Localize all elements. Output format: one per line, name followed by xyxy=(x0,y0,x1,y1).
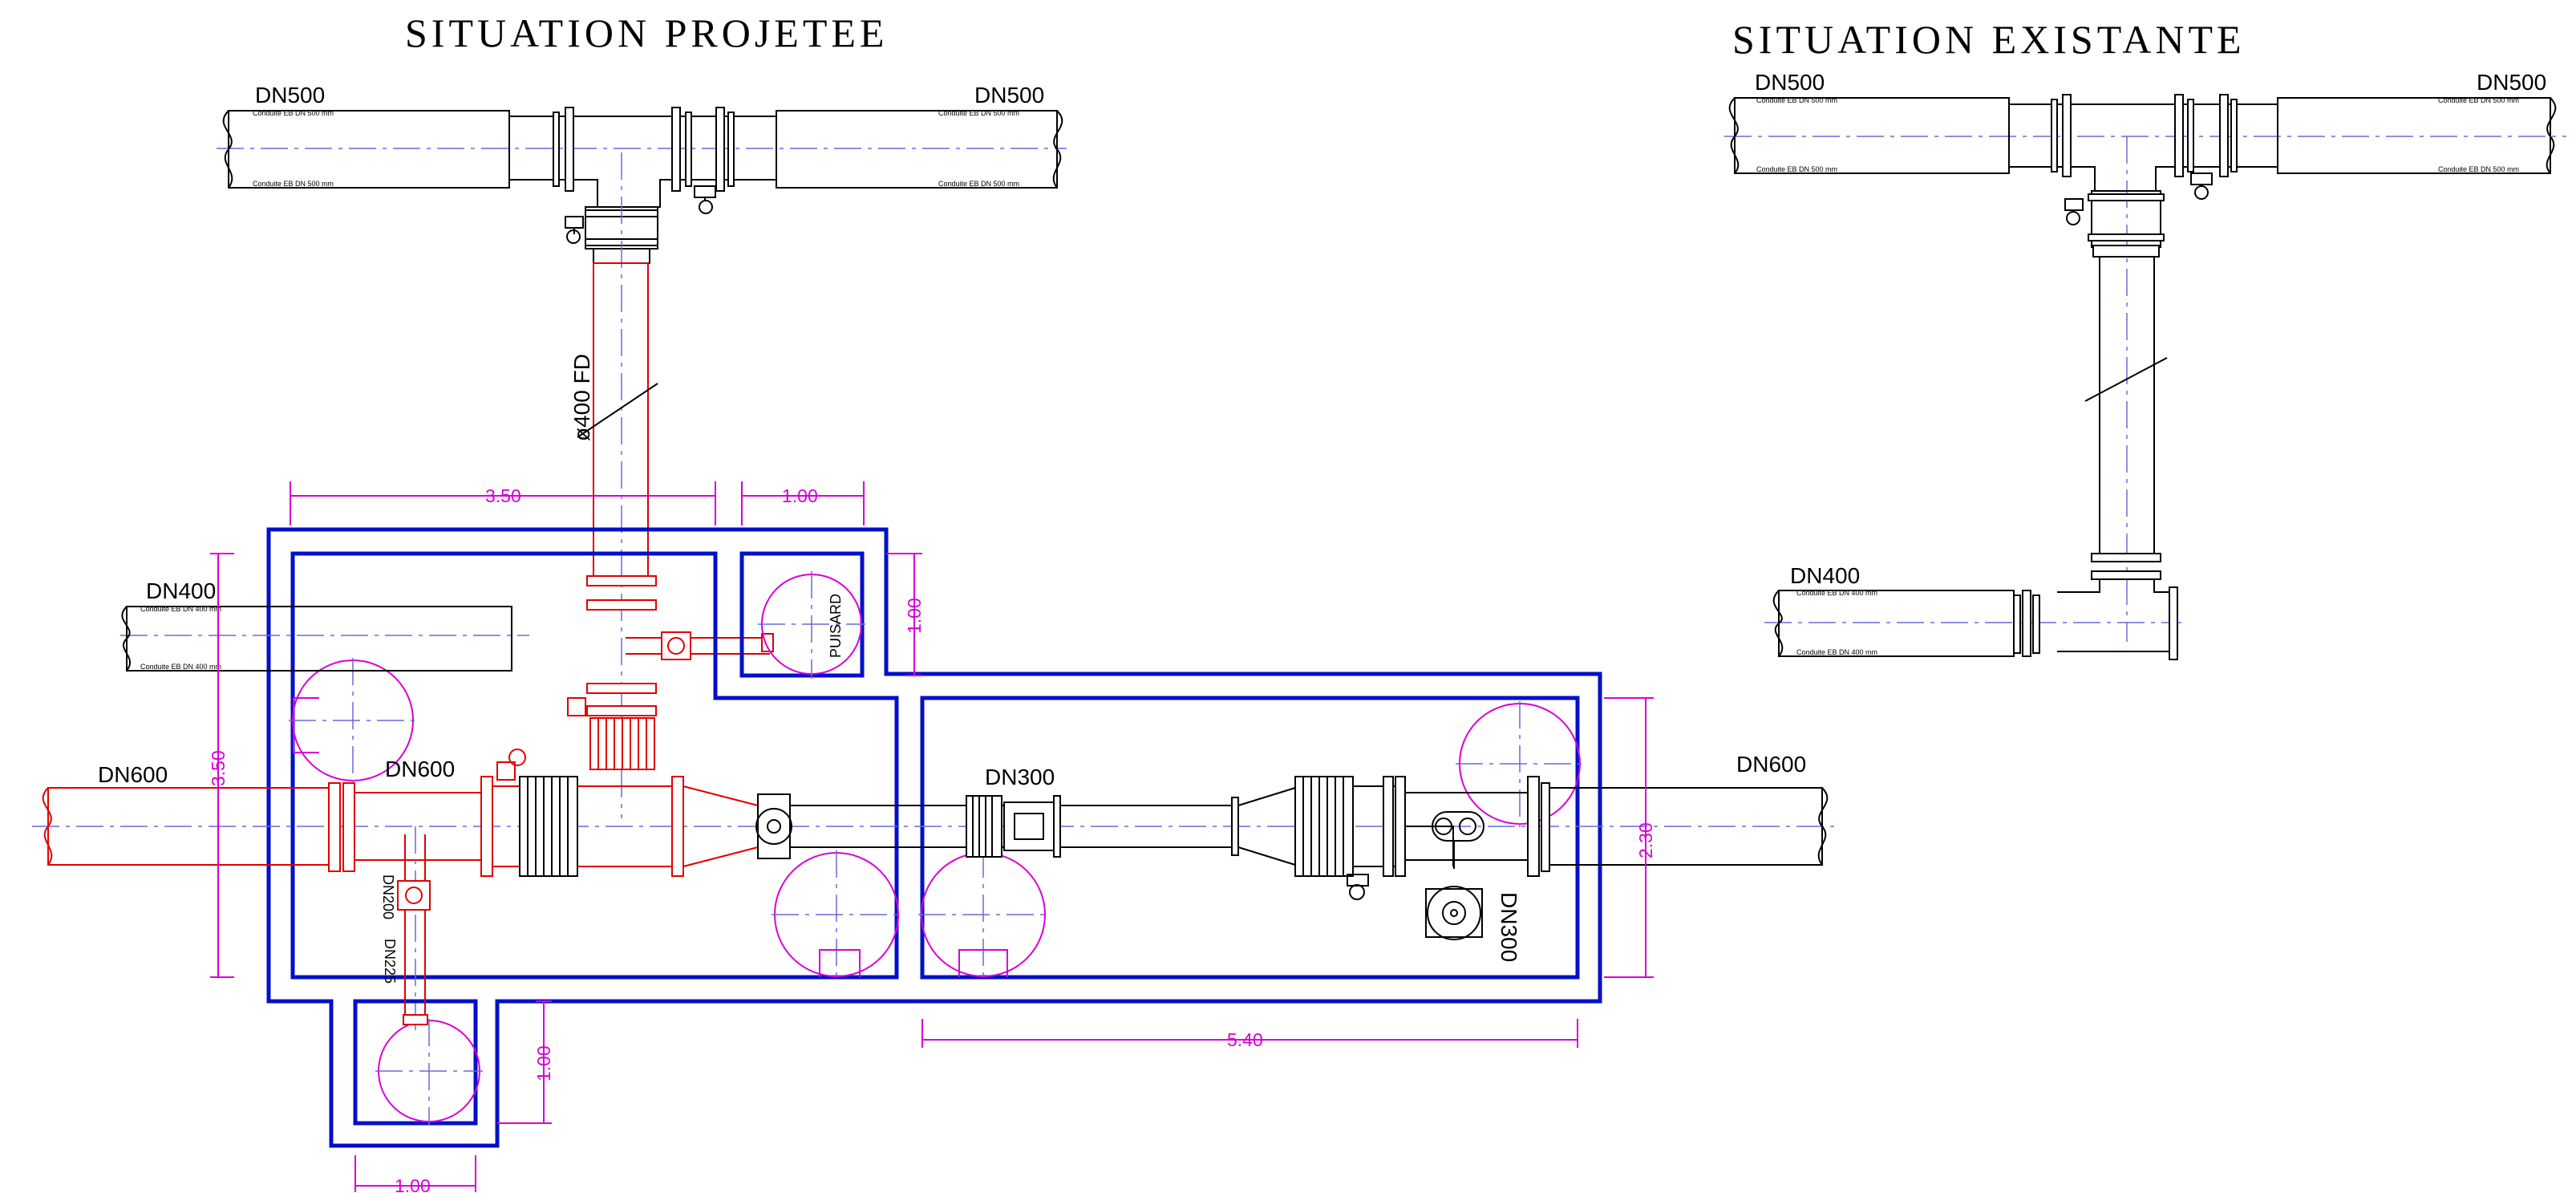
manhole-icon: PUISARD xyxy=(758,571,865,679)
label-pit: PUISARD xyxy=(828,594,844,658)
label-dn500-left: DN500 xyxy=(255,83,325,108)
label-dn300-vertical: DN300 xyxy=(1497,892,1521,962)
title-existing: SITUATION EXISTANTE xyxy=(1732,17,2246,62)
pipe-caption: Conduite EB DN 400 mm xyxy=(1796,648,1877,656)
gate-valve-icon xyxy=(397,880,431,911)
label-dn600-left: DN600 xyxy=(98,762,168,787)
dimension-bottom-width: 5.40 xyxy=(921,1019,1578,1050)
svg-text:1.00: 1.00 xyxy=(904,598,925,634)
label-exist-dn500-left: DN500 xyxy=(1755,70,1825,95)
pipe-caption: Conduite EB DN 500 mm xyxy=(938,109,1019,117)
pipe-caption: Conduite EB DN 500 mm xyxy=(2438,165,2519,173)
pipe-caption: Conduite EB DN 400 mm xyxy=(140,605,221,613)
manhole-icon xyxy=(1456,701,1584,830)
dn400-pipe: Conduite EB DN 400 mm Conduite EB DN 400… xyxy=(120,578,529,672)
pipe-caption: Conduite EB DN 500 mm xyxy=(1756,165,1837,173)
pipe-caption: Conduite EB DN 500 mm xyxy=(938,180,1019,188)
svg-text:1.00: 1.00 xyxy=(395,1175,431,1193)
bottom-pit-cell xyxy=(353,999,478,1126)
projected-dn500-main: Conduite EB DN 500 mm Conduite EB DN 500… xyxy=(217,83,1067,264)
gate-valve-icon xyxy=(661,631,774,660)
dn600-main-line: DN600 DN600 DN600 DN300 DN300 xyxy=(32,749,1837,962)
svg-text:1.00: 1.00 xyxy=(782,485,818,506)
label-dn500-right: DN500 xyxy=(974,83,1044,108)
existing-dn400: Conduite EB DN 400 mm Conduite EB DN 400… xyxy=(1764,563,2181,660)
dimension-small-pit-height: 1.00 xyxy=(886,553,925,676)
pipe-caption: Conduite EB DN 500 mm xyxy=(253,180,334,188)
label-riser: ø400 FD xyxy=(569,354,594,441)
dimension-top-right: 1.00 xyxy=(741,481,865,525)
svg-text:1.00: 1.00 xyxy=(533,1045,554,1081)
dimension-bottom-pit-width: 1.00 xyxy=(354,1155,476,1193)
label-exist-dn400: DN400 xyxy=(1790,563,1860,588)
dimension-top-left: 3.50 xyxy=(290,481,716,525)
pit-cell xyxy=(739,551,865,678)
pipe-caption: Conduite EB DN 400 mm xyxy=(140,663,221,671)
existing-riser xyxy=(2057,136,2169,652)
chamber-outer-wall xyxy=(266,527,1602,1148)
riser-pipe-400: ø400 FD xyxy=(567,152,774,818)
pipe-caption: Conduite EB DN 400 mm xyxy=(1796,589,1877,597)
label-exist-dn500-right: DN500 xyxy=(2477,70,2546,95)
chamber-right-cell xyxy=(920,696,1580,980)
pipe-caption: Conduite EB DN 500 mm xyxy=(2438,96,2519,104)
pipe-caption: Conduite EB DN 500 mm xyxy=(1756,96,1837,104)
label-dn225: DN225 xyxy=(382,939,398,984)
manhole-icon xyxy=(289,658,417,786)
manhole-icon xyxy=(375,1019,483,1125)
label-dn400: DN400 xyxy=(146,578,216,603)
svg-text:3.50: 3.50 xyxy=(208,750,229,786)
dismantling-joint-icon xyxy=(589,717,655,770)
pipe-caption: Conduite EB DN 500 mm xyxy=(253,109,334,117)
manhole-icon xyxy=(772,850,901,977)
svg-text:5.40: 5.40 xyxy=(1227,1029,1263,1050)
drain-line: DN200 DN225 xyxy=(380,826,431,1035)
label-dn600-right: DN600 xyxy=(1736,752,1806,777)
gate-valve-icon xyxy=(1405,811,1484,940)
svg-text:3.50: 3.50 xyxy=(485,485,521,506)
flow-meter-icon xyxy=(1003,795,1061,858)
manhole-icon xyxy=(918,850,1048,977)
dimension-bottom-pit-height: 1.00 xyxy=(497,1000,554,1124)
butterfly-valve-icon xyxy=(755,793,792,859)
dismantling-joint-icon xyxy=(1294,776,1354,877)
dismantling-joint-icon xyxy=(519,776,578,877)
label-dn600-inner: DN600 xyxy=(385,757,455,781)
dismantling-joint-icon xyxy=(966,795,1002,858)
dimension-left-height: 3.50 xyxy=(208,553,234,978)
chamber-left-cell xyxy=(290,551,899,980)
dimension-right-height: 2.30 xyxy=(1604,697,1656,978)
existing-dn500-main: Conduite EB DN 500 mm Conduite EB DN 500… xyxy=(1724,70,2566,225)
label-dn300: DN300 xyxy=(985,765,1055,789)
title-projected: SITUATION PROJETEE xyxy=(405,10,888,55)
svg-text:2.30: 2.30 xyxy=(1635,822,1656,858)
label-dn200: DN200 xyxy=(380,874,396,919)
